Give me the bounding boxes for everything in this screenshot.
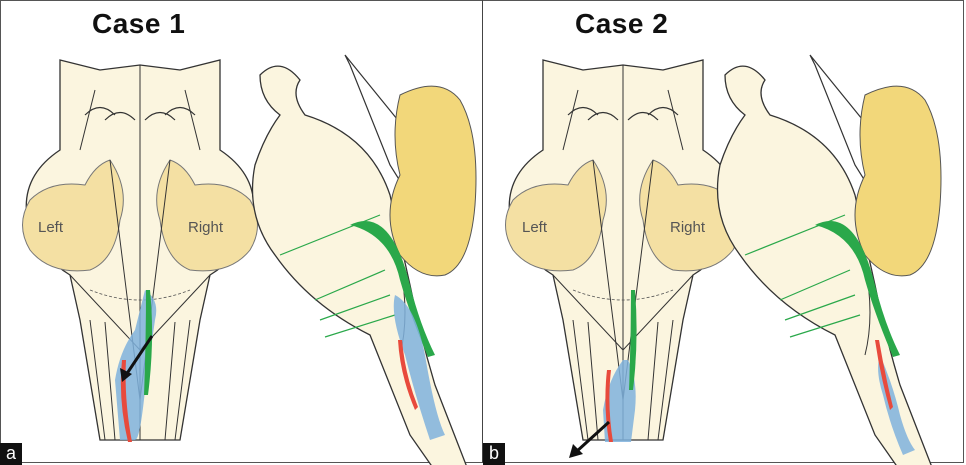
dorsal-view-b: [506, 60, 741, 458]
cerebellum: [390, 86, 476, 276]
right-label-a: Right: [188, 219, 224, 236]
sagittal-view-b: [718, 55, 942, 465]
dorsal-view-a: [23, 60, 258, 442]
right-label-b: Right: [670, 219, 706, 236]
left-label-b: Left: [522, 219, 548, 236]
sagittal-view-a: [253, 55, 477, 465]
cerebellum-b: [855, 86, 941, 276]
left-label-a: Left: [38, 219, 64, 236]
